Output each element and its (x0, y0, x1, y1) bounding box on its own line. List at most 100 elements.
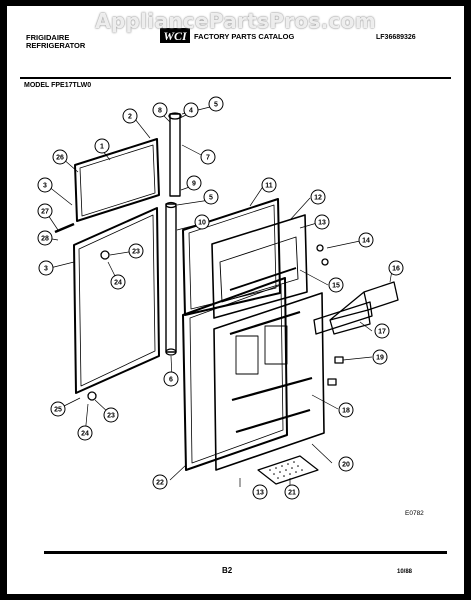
callout-number: 25 (54, 407, 62, 414)
freezer-gasket-inner (188, 204, 277, 310)
callout-number: 12 (314, 195, 322, 202)
callout-circle (203, 189, 219, 205)
door-bin-large (329, 281, 399, 335)
fresh-food-gasket (182, 277, 288, 471)
callout-circle (194, 214, 210, 230)
hinge-23 (100, 250, 110, 260)
screw-14b (321, 258, 329, 266)
callout-circle (372, 349, 388, 365)
callout-circle (358, 232, 374, 248)
freezer-door-inner-edge (79, 144, 156, 217)
callout-number: 3 (43, 183, 47, 190)
callout-number: 26 (56, 155, 64, 162)
callout-circle (284, 484, 300, 500)
callout-circle (163, 371, 179, 387)
callout-number: 23 (132, 249, 140, 256)
liner-shelf-3 (235, 408, 311, 434)
freezer-liner-shelf (229, 267, 297, 291)
callout-circle (128, 243, 144, 259)
callout-circle (77, 425, 93, 441)
callout-circle (152, 474, 168, 490)
header-rule (20, 77, 451, 79)
callouts: 1233455678910111213131415161718192021222… (37, 96, 404, 500)
screw-14a (316, 244, 324, 252)
callout-number: 13 (256, 490, 264, 497)
wci-logo-icon: WCI (160, 28, 190, 43)
handle-top (169, 113, 181, 197)
clip-19 (334, 356, 344, 364)
catalog-number: LF36689326 (376, 34, 416, 41)
catalog-sheet (7, 6, 464, 594)
clip-18 (327, 378, 337, 386)
callout-number: 6 (169, 377, 173, 384)
callout-number: 5 (209, 195, 213, 202)
footer-rule (44, 551, 447, 554)
callout-number: 1 (100, 144, 104, 151)
handle-bottom (165, 203, 177, 353)
hinge-23b (87, 391, 97, 401)
footer-date: 10/88 (397, 569, 413, 575)
door-bin-small (313, 301, 373, 335)
wci-logo-text: WCI (163, 29, 188, 43)
callout-number: 10 (198, 220, 206, 227)
callout-number: 5 (214, 102, 218, 109)
callout-number: 14 (362, 238, 370, 245)
callout-number: 23 (107, 413, 115, 420)
grille-texture (269, 461, 303, 479)
callout-number: 17 (378, 329, 386, 336)
callout-circle (310, 189, 326, 205)
callout-number: 4 (189, 108, 193, 115)
liner-shelf-2 (231, 376, 313, 402)
model-label: MODEL FPE17TLW0 (24, 82, 92, 89)
fresh-food-door-liner (213, 292, 325, 471)
handle-bottom-cap (165, 201, 177, 209)
page-number: B2 (222, 566, 233, 575)
callout-number: 22 (156, 480, 164, 487)
liner-compartment-left (235, 335, 259, 375)
callout-circle (52, 149, 68, 165)
callout-number: 24 (81, 431, 89, 438)
callout-number: 9 (192, 181, 196, 188)
callout-circle (252, 484, 268, 500)
callout-circle (338, 456, 354, 472)
callout-number: 16 (392, 266, 400, 273)
callout-circle (200, 149, 216, 165)
callout-circle (208, 96, 224, 112)
handle-top-cap (168, 112, 182, 120)
callout-number: 8 (158, 108, 162, 115)
callout-circle (122, 108, 138, 124)
callout-number: 18 (342, 408, 350, 415)
brand-line-2: REFRIGERATOR (26, 41, 86, 50)
handle-bottom-end (165, 348, 177, 356)
watermark-text: AppliancePartsPros.com (95, 9, 376, 33)
fresh-food-gasket-inner (189, 284, 284, 464)
callout-number: 19 (376, 355, 384, 362)
callout-number: 27 (41, 209, 49, 216)
callout-circle (37, 177, 53, 193)
callout-circle (110, 274, 126, 290)
callout-circle (37, 230, 53, 246)
fresh-food-door-panel (73, 207, 160, 394)
callout-number: 2 (128, 114, 132, 121)
callout-number: 21 (288, 490, 296, 497)
callout-circle (152, 102, 168, 118)
callout-number: 28 (41, 236, 49, 243)
callout-circle (38, 260, 54, 276)
callout-number: 13 (318, 220, 326, 227)
callout-number: 7 (206, 155, 210, 162)
callout-circle (261, 177, 277, 193)
callout-circle (50, 401, 66, 417)
callout-number: 24 (114, 280, 122, 287)
brand-line-1: FRIGIDAIRE (26, 33, 70, 42)
leader-lines (45, 105, 393, 490)
freezer-door-panel (74, 138, 160, 222)
callout-circle (103, 407, 119, 423)
callout-number: 15 (332, 283, 340, 290)
freezer-door-liner (211, 214, 308, 319)
callout-circle (37, 203, 53, 219)
callout-circle (314, 214, 330, 230)
rod-27 (54, 222, 75, 234)
callout-circle (183, 102, 199, 118)
diagram-code: E0782 (405, 510, 424, 517)
